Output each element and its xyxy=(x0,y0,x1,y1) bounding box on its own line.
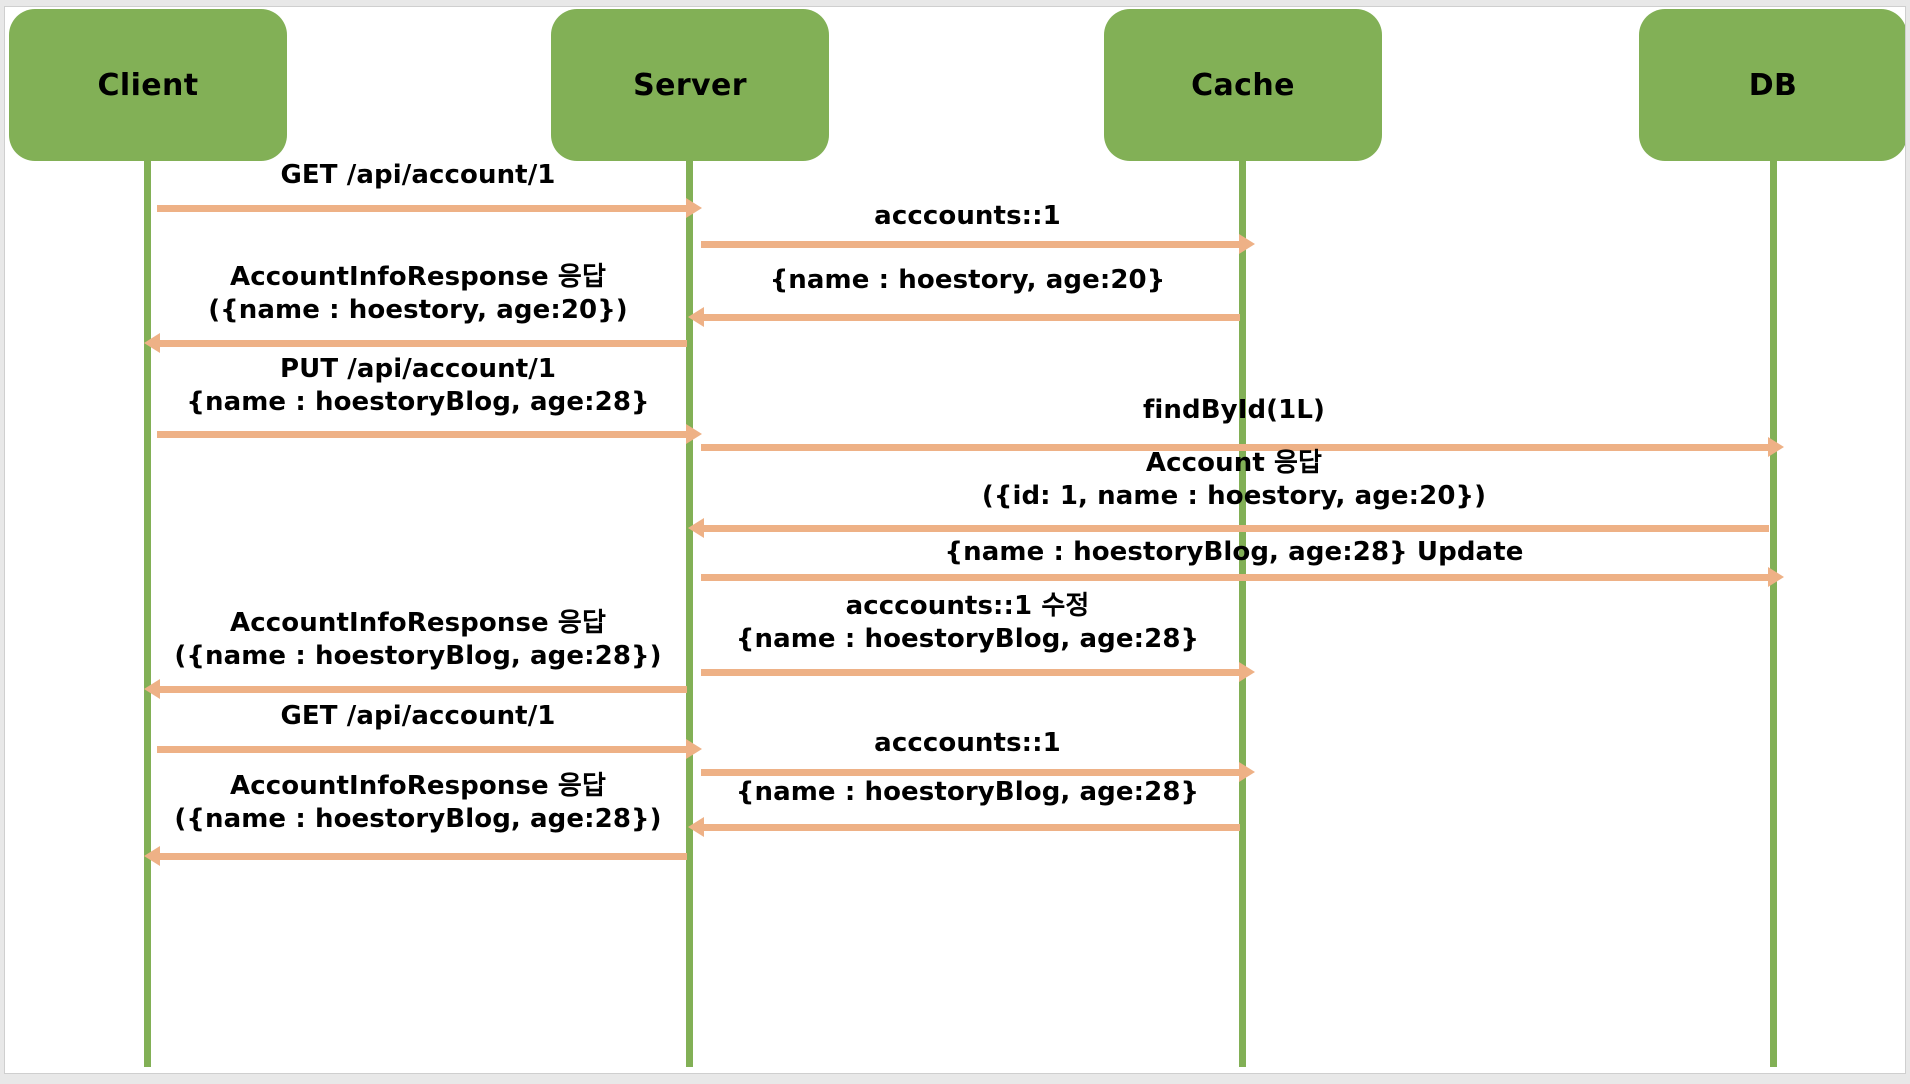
message-label-m14: AccountInfoResponse 응답({name : hoestoryB… xyxy=(147,770,689,836)
lifeline-server xyxy=(686,155,693,1067)
message-label-line: {name : hoestory, age:20} xyxy=(769,265,1166,295)
message-label-m2: acccounts::1 xyxy=(695,200,1240,233)
message-label-m1: GET /api/account/1 xyxy=(147,159,689,192)
message-label-m13: {name : hoestoryBlog, age:28} xyxy=(695,776,1240,809)
message-label-line: ({name : hoestoryBlog, age:28}) xyxy=(174,640,662,671)
message-label-line: {name : hoestoryBlog, age:28} Update xyxy=(944,537,1524,567)
message-label-line: PUT /api/account/1 xyxy=(279,354,557,384)
participant-box-db[interactable]: DB xyxy=(1639,9,1905,161)
message-arrow-m5[interactable] xyxy=(157,424,702,444)
arrow-head-icon-m12 xyxy=(1239,762,1255,782)
message-label-m6: findById(1L) xyxy=(695,394,1773,427)
message-label-m7: Account 응답({id: 1, name : hoestory, age:… xyxy=(695,447,1773,513)
message-label-line: AccountInfoResponse 응답 xyxy=(230,771,606,801)
participant-label-client: Client xyxy=(97,67,199,103)
message-label-line: acccounts::1 xyxy=(874,728,1061,758)
sequence-diagram-surface: Client Server Cache DB GET /api/account/1 acc… xyxy=(4,6,1906,1074)
message-arrow-m13[interactable] xyxy=(688,817,1240,837)
message-arrow-m4[interactable] xyxy=(144,333,687,353)
message-label-line: Account 응답 xyxy=(1145,448,1323,478)
arrow-head-icon-m4 xyxy=(144,333,160,353)
message-arrow-m8[interactable] xyxy=(701,567,1784,587)
arrow-head-icon-m10 xyxy=(144,679,160,699)
participant-label-server: Server xyxy=(633,67,747,103)
message-label-line: findById(1L) xyxy=(1142,395,1326,425)
lifeline-db xyxy=(1770,155,1777,1067)
message-label-line: AccountInfoResponse 응답 xyxy=(230,608,606,638)
message-label-m11: GET /api/account/1 xyxy=(147,700,689,733)
message-label-line: acccounts::1 xyxy=(874,201,1061,231)
message-label-m10: AccountInfoResponse 응답({name : hoestoryB… xyxy=(147,607,689,673)
message-arrow-m6[interactable] xyxy=(701,437,1784,457)
arrow-head-icon-m2 xyxy=(1239,234,1255,254)
message-label-line: {name : hoestoryBlog, age:28} xyxy=(735,623,1200,654)
arrow-head-icon-m1 xyxy=(686,198,702,218)
message-arrow-m7[interactable] xyxy=(688,518,1769,538)
message-label-m12: acccounts::1 xyxy=(695,727,1240,760)
participant-label-db: DB xyxy=(1748,67,1798,103)
arrow-head-icon-m14 xyxy=(144,846,160,866)
arrow-head-icon-m6 xyxy=(1768,437,1784,457)
message-label-line: GET /api/account/1 xyxy=(280,701,556,731)
arrow-head-icon-m9 xyxy=(1239,662,1255,682)
participant-box-cache[interactable]: Cache xyxy=(1104,9,1382,161)
message-arrow-m9[interactable] xyxy=(701,662,1255,682)
message-label-line: acccounts::1 수정 xyxy=(845,591,1090,621)
arrow-head-icon-m11 xyxy=(686,739,702,759)
participant-box-client[interactable]: Client xyxy=(9,9,287,161)
arrow-head-icon-m5 xyxy=(686,424,702,444)
message-arrow-m3[interactable] xyxy=(688,307,1240,327)
message-label-line: {name : hoestoryBlog, age:28} xyxy=(735,777,1200,807)
lifeline-client xyxy=(144,155,151,1067)
message-label-line: ({name : hoestoryBlog, age:28}) xyxy=(174,803,662,834)
message-arrow-m1[interactable] xyxy=(157,198,702,218)
arrow-head-icon-m8 xyxy=(1768,567,1784,587)
message-arrow-m11[interactable] xyxy=(157,739,702,759)
message-label-line: ({name : hoestory, age:20}) xyxy=(208,294,628,325)
message-arrow-m12[interactable] xyxy=(701,762,1255,782)
participant-label-cache: Cache xyxy=(1191,67,1295,103)
message-label-m4: AccountInfoResponse 응답({name : hoestory,… xyxy=(147,261,689,327)
message-label-line: {name : hoestoryBlog, age:28} xyxy=(186,386,650,417)
lifeline-cache xyxy=(1239,155,1246,1067)
message-label-m9: acccounts::1 수정{name : hoestoryBlog, age… xyxy=(695,590,1240,656)
message-arrow-m14[interactable] xyxy=(144,846,687,866)
arrow-head-icon-m13 xyxy=(688,817,704,837)
message-label-line: GET /api/account/1 xyxy=(280,160,556,190)
arrow-head-icon-m3 xyxy=(688,307,704,327)
participant-box-server[interactable]: Server xyxy=(551,9,829,161)
arrow-head-icon-m7 xyxy=(688,518,704,538)
message-arrow-m2[interactable] xyxy=(701,234,1255,254)
message-label-m8: {name : hoestoryBlog, age:28} Update xyxy=(695,536,1773,569)
message-label-line: AccountInfoResponse 응답 xyxy=(230,262,606,292)
message-arrow-m10[interactable] xyxy=(144,679,687,699)
message-label-line: ({id: 1, name : hoestory, age:20}) xyxy=(981,480,1487,511)
message-label-m5: PUT /api/account/1{name : hoestoryBlog, … xyxy=(147,353,689,419)
message-label-m3: {name : hoestory, age:20} xyxy=(695,264,1240,297)
